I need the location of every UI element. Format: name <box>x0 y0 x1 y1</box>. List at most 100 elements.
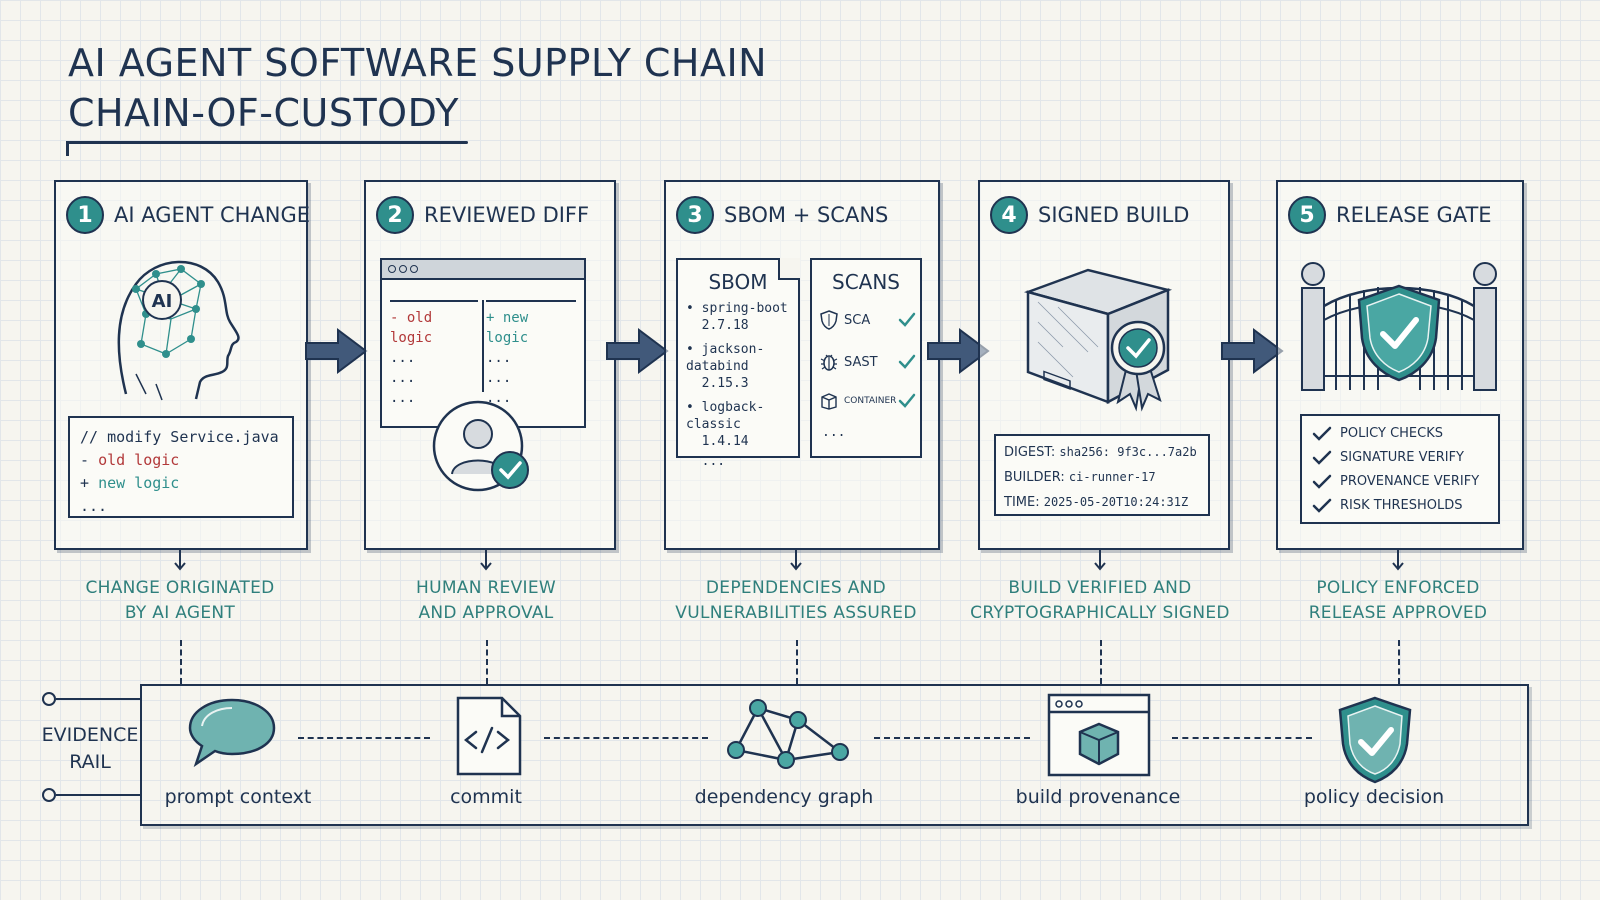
code-added-line: + new logic <box>80 474 180 492</box>
step-header: 2 REVIEWED DIFF <box>376 196 589 234</box>
check-icon <box>1312 450 1332 465</box>
rail-item-label: commit <box>450 786 522 808</box>
scan-label: CONTAINER <box>844 396 897 406</box>
step-header: 4 SIGNED BUILD <box>990 196 1189 234</box>
dashed-connector <box>1100 640 1102 684</box>
digest-row: DIGEST: sha256: 9f3c...7a2b <box>1004 445 1197 460</box>
down-arrow-icon <box>174 549 186 571</box>
code-ellipsis: ... <box>80 497 108 515</box>
step-title: AI AGENT CHANGE <box>114 203 311 227</box>
rail-item-label: prompt context <box>164 786 312 808</box>
release-gate-icon <box>1301 262 1497 391</box>
check-icon <box>898 312 916 327</box>
sbom-document: SBOM • spring-boot 2.7.18 • jackson-data… <box>676 258 800 469</box>
window-titlebar <box>382 260 584 280</box>
check-icon <box>898 393 916 408</box>
down-arrow-icon <box>1094 549 1106 571</box>
check-icon <box>1312 426 1332 441</box>
step-title: SBOM + SCANS <box>724 203 889 227</box>
flow-arrow-icon <box>927 328 990 374</box>
shield-check-icon <box>1338 696 1412 784</box>
policy-check-item: SIGNATURE VERIFY <box>1312 446 1488 470</box>
reviewer-approved-icon <box>432 400 529 492</box>
rail-item-label: build provenance <box>1015 786 1181 808</box>
policy-check-item: RISK THRESHOLDS <box>1312 494 1488 518</box>
ai-badge-label: AI <box>152 291 173 312</box>
title-underline <box>68 141 468 144</box>
rail-dashed-link <box>544 737 708 739</box>
check-icon <box>1312 474 1332 489</box>
flow-arrow-icon <box>1221 328 1284 374</box>
check-icon <box>898 354 916 369</box>
dashed-connector <box>1398 640 1400 684</box>
speech-bubble-icon <box>188 698 276 768</box>
dashed-connector <box>180 640 182 684</box>
diff-old-header: - old logic <box>390 310 433 346</box>
scan-row-sca: SCA <box>820 310 916 330</box>
step-title: RELEASE GATE <box>1336 203 1492 227</box>
down-arrow-icon <box>480 549 492 571</box>
sbom-list: • spring-boot 2.7.18 • jackson-databind … <box>678 294 798 470</box>
diff-new-header: + new logic <box>486 310 529 346</box>
step-title: REVIEWED DIFF <box>424 203 590 227</box>
policy-check-item: PROVENANCE VERIFY <box>1312 470 1488 494</box>
panel-sbom-scans: 3 SBOM + SCANS SBOM • spring-boot 2.7.18… <box>664 180 940 550</box>
title-block: AI AGENT SOFTWARE SUPPLY CHAIN CHAIN-OF-… <box>68 38 767 138</box>
policy-checks-list: POLICY CHECKS SIGNATURE VERIFY PROVENANC… <box>1300 414 1500 524</box>
rail-dashed-link <box>1172 737 1312 739</box>
panel-ai-agent-change: 1 AI AGENT CHANGE AI // modify Service.j… <box>54 180 310 550</box>
rail-dashed-link <box>874 737 1030 739</box>
sbom-title: SBOM <box>708 270 768 294</box>
down-arrow-icon <box>1392 549 1404 571</box>
signed-package-icon <box>1023 268 1173 412</box>
sbom-item: • jackson-databind 2.15.3 <box>686 342 765 391</box>
builder-row: BUILDER: ci-runner-17 <box>1004 470 1156 485</box>
container-box-icon <box>821 393 837 410</box>
shield-icon <box>820 310 838 330</box>
policy-check-item: POLICY CHECKS <box>1312 422 1488 446</box>
dashed-connector <box>486 640 488 684</box>
rail-endpoint-dot <box>42 788 56 802</box>
title-underline-tick <box>66 141 69 156</box>
title-line-2: CHAIN-OF-CUSTODY <box>68 91 459 135</box>
step-number: 5 <box>1288 196 1326 234</box>
scans-more: ... <box>822 425 846 440</box>
sbom-item: • logback-classic 1.4.14 <box>686 400 765 449</box>
step-number: 1 <box>66 196 104 234</box>
ai-head-icon: AI <box>117 260 240 401</box>
rail-connector-line <box>56 794 140 796</box>
diff-right-pane: + new logic ... ... ... <box>486 300 576 406</box>
rail-item-label: policy decision <box>1303 786 1445 808</box>
step-number: 3 <box>676 196 714 234</box>
title-line-1: AI AGENT SOFTWARE SUPPLY CHAIN <box>68 41 768 85</box>
graph-icon <box>727 699 849 769</box>
rail-dashed-link <box>298 737 430 739</box>
step-header: 1 AI AGENT CHANGE <box>66 196 310 234</box>
build-attestation-box: DIGEST: sha256: 9f3c...7a2b BUILDER: ci-… <box>994 434 1210 516</box>
sbom-item: • spring-boot 2.7.18 <box>686 301 788 333</box>
flow-arrow-icon <box>606 328 669 374</box>
time-row: TIME: 2025-05-20T10:24:31Z <box>1004 495 1189 510</box>
scan-label: SCA <box>844 312 871 328</box>
scan-row-sast: SAST <box>820 352 916 372</box>
browser-cube-icon <box>1047 693 1151 777</box>
rail-connector-line <box>56 698 140 700</box>
panel-reviewed-diff: 2 REVIEWED DIFF - old logic ... ... ... … <box>364 180 616 550</box>
step-number: 2 <box>376 196 414 234</box>
diff-left-pane: - old logic ... ... ... <box>390 300 478 406</box>
scan-label: SAST <box>844 354 878 370</box>
code-comment: // modify Service.java <box>80 428 279 446</box>
step-header: 5 RELEASE GATE <box>1288 196 1492 234</box>
check-icon <box>1312 498 1332 513</box>
rail-item-label: dependency graph <box>694 786 874 808</box>
flow-arrow-icon <box>305 328 368 374</box>
evidence-rail <box>140 684 1529 826</box>
code-file-icon <box>456 696 522 776</box>
scans-title: SCANS <box>832 270 900 294</box>
down-arrow-icon <box>790 549 802 571</box>
